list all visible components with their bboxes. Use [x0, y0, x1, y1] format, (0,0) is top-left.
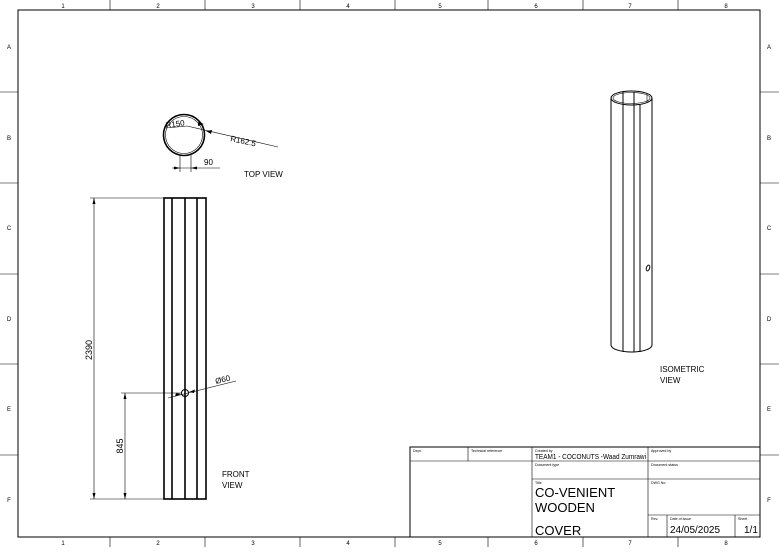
outer-circle — [162, 113, 206, 157]
front-view: 2390 845 Ø60 FRONT VIEW — [84, 197, 250, 500]
col-label: 4 — [346, 541, 350, 547]
col-label: 5 — [438, 541, 442, 547]
dwg-no-label: DWG No. — [651, 481, 666, 485]
created-by-label: Created by — [535, 449, 553, 453]
col-label: 8 — [724, 4, 728, 10]
row-label: B — [767, 136, 771, 142]
doc-status-label: Document status — [651, 463, 678, 467]
row-label: C — [767, 226, 772, 232]
rev-label: Rev. — [651, 517, 658, 521]
title-label: Title — [535, 481, 542, 485]
col-label: 5 — [438, 4, 442, 10]
isometric-view: ISOMETRIC VIEW — [610, 90, 705, 385]
col-label: 1 — [61, 4, 65, 10]
date-label: Date of issue — [670, 517, 691, 521]
row-label: E — [7, 407, 11, 413]
col-label: 6 — [534, 541, 538, 547]
dim-height: 2390 — [84, 340, 94, 360]
col-label: 7 — [628, 541, 632, 547]
dept-label: Dept. — [413, 449, 422, 453]
col-label: 2 — [156, 4, 160, 10]
zone-labels: 1 2 3 4 5 6 7 8 1 2 3 4 5 6 7 8 A B C D … — [7, 4, 772, 547]
row-label: A — [767, 45, 771, 51]
top-view: R150 R162.5 90 TOP VIEW — [162, 113, 283, 179]
dim-hole-diameter: Ø60 — [214, 373, 231, 386]
top-ellipse — [610, 90, 653, 106]
cylinder-body — [610, 98, 653, 353]
created-by-value: TEAM1 - COCONUTS -Waad Zumrawi — [535, 454, 646, 461]
title-block: Dept. Technical reference Created by App… — [409, 446, 761, 538]
row-label: C — [7, 226, 12, 232]
tech-ref-label: Technical reference — [471, 449, 502, 453]
front-view-label-1: FRONT — [222, 470, 250, 479]
row-label: D — [7, 317, 12, 323]
front-view-label-2: VIEW — [222, 481, 243, 490]
row-label: D — [767, 317, 772, 323]
sheet-value: 1/1 — [744, 525, 758, 536]
row-label: F — [7, 498, 11, 504]
row-label: E — [767, 407, 771, 413]
row-label: B — [7, 136, 11, 142]
dim-hole-height: 845 — [115, 438, 125, 453]
doc-type-label: Document type — [535, 463, 559, 467]
iso-hole — [645, 264, 651, 272]
iso-view-label-2: VIEW — [660, 376, 681, 385]
dim-outer-radius: R162.5 — [230, 134, 258, 148]
drawing-frame — [17, 9, 761, 538]
inner-circle — [165, 116, 203, 154]
row-label: A — [7, 45, 11, 51]
col-label: 3 — [251, 4, 255, 10]
dim-width: 90 — [204, 158, 213, 167]
dim-inner-radius: R150 — [165, 118, 186, 130]
col-label: 7 — [628, 4, 632, 10]
col-label: 1 — [61, 541, 65, 547]
date-value: 24/05/2025 — [670, 525, 720, 536]
col-label: 4 — [346, 4, 350, 10]
title-line-3: COVER — [535, 523, 581, 538]
col-label: 3 — [251, 541, 255, 547]
row-label: F — [767, 498, 771, 504]
title-line-1: CO-VENIENT — [535, 485, 615, 500]
col-label: 8 — [724, 541, 728, 547]
iso-view-label-1: ISOMETRIC — [660, 365, 705, 374]
top-view-label: TOP VIEW — [244, 170, 283, 179]
col-label: 2 — [156, 541, 160, 547]
col-label: 6 — [534, 4, 538, 10]
title-line-2: WOODEN — [535, 500, 595, 515]
approved-by-label: Approved by — [651, 449, 671, 453]
sheet-label: Sheet — [738, 517, 747, 521]
